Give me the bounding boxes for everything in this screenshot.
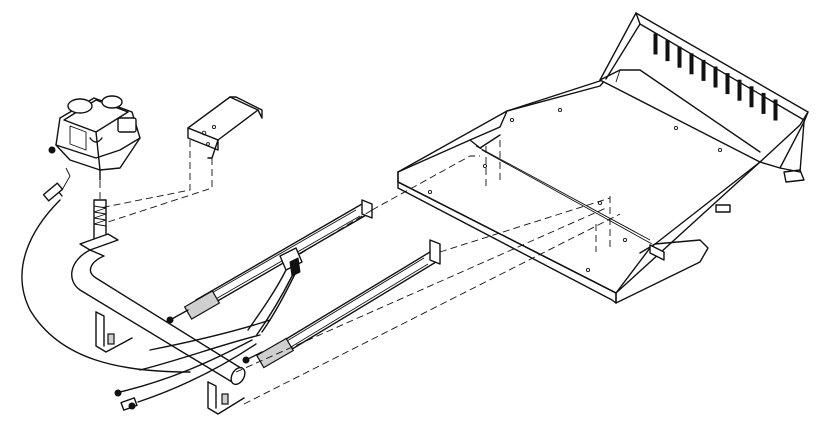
gas-valve bbox=[48, 95, 141, 181]
baffle-slot bbox=[761, 92, 766, 114]
baffle-slot bbox=[725, 73, 730, 95]
baffle-slot bbox=[677, 46, 682, 68]
burner-tray-pan bbox=[397, 78, 805, 304]
pilot-supply-tube bbox=[21, 167, 191, 373]
baffle-slot bbox=[689, 53, 694, 75]
thermocouple-and-wires bbox=[114, 319, 271, 411]
baffle-slot bbox=[653, 33, 658, 55]
burner-upper bbox=[166, 199, 373, 324]
baffle-slot bbox=[665, 40, 670, 62]
baffle-slot bbox=[773, 99, 778, 121]
assembly-leader-lines bbox=[99, 140, 621, 405]
manifold-mounting-brackets bbox=[95, 311, 245, 415]
pilot-assembly bbox=[247, 247, 303, 337]
rear-baffle-with-slots bbox=[599, 12, 809, 173]
baffle-slot bbox=[713, 66, 718, 88]
baffle-slot bbox=[749, 86, 754, 108]
manifold-pipe bbox=[71, 199, 246, 386]
baffle-slot bbox=[701, 59, 706, 81]
burner-lower bbox=[242, 239, 441, 369]
baffle-slot bbox=[737, 79, 742, 101]
valve-mounting-bracket bbox=[187, 96, 263, 159]
